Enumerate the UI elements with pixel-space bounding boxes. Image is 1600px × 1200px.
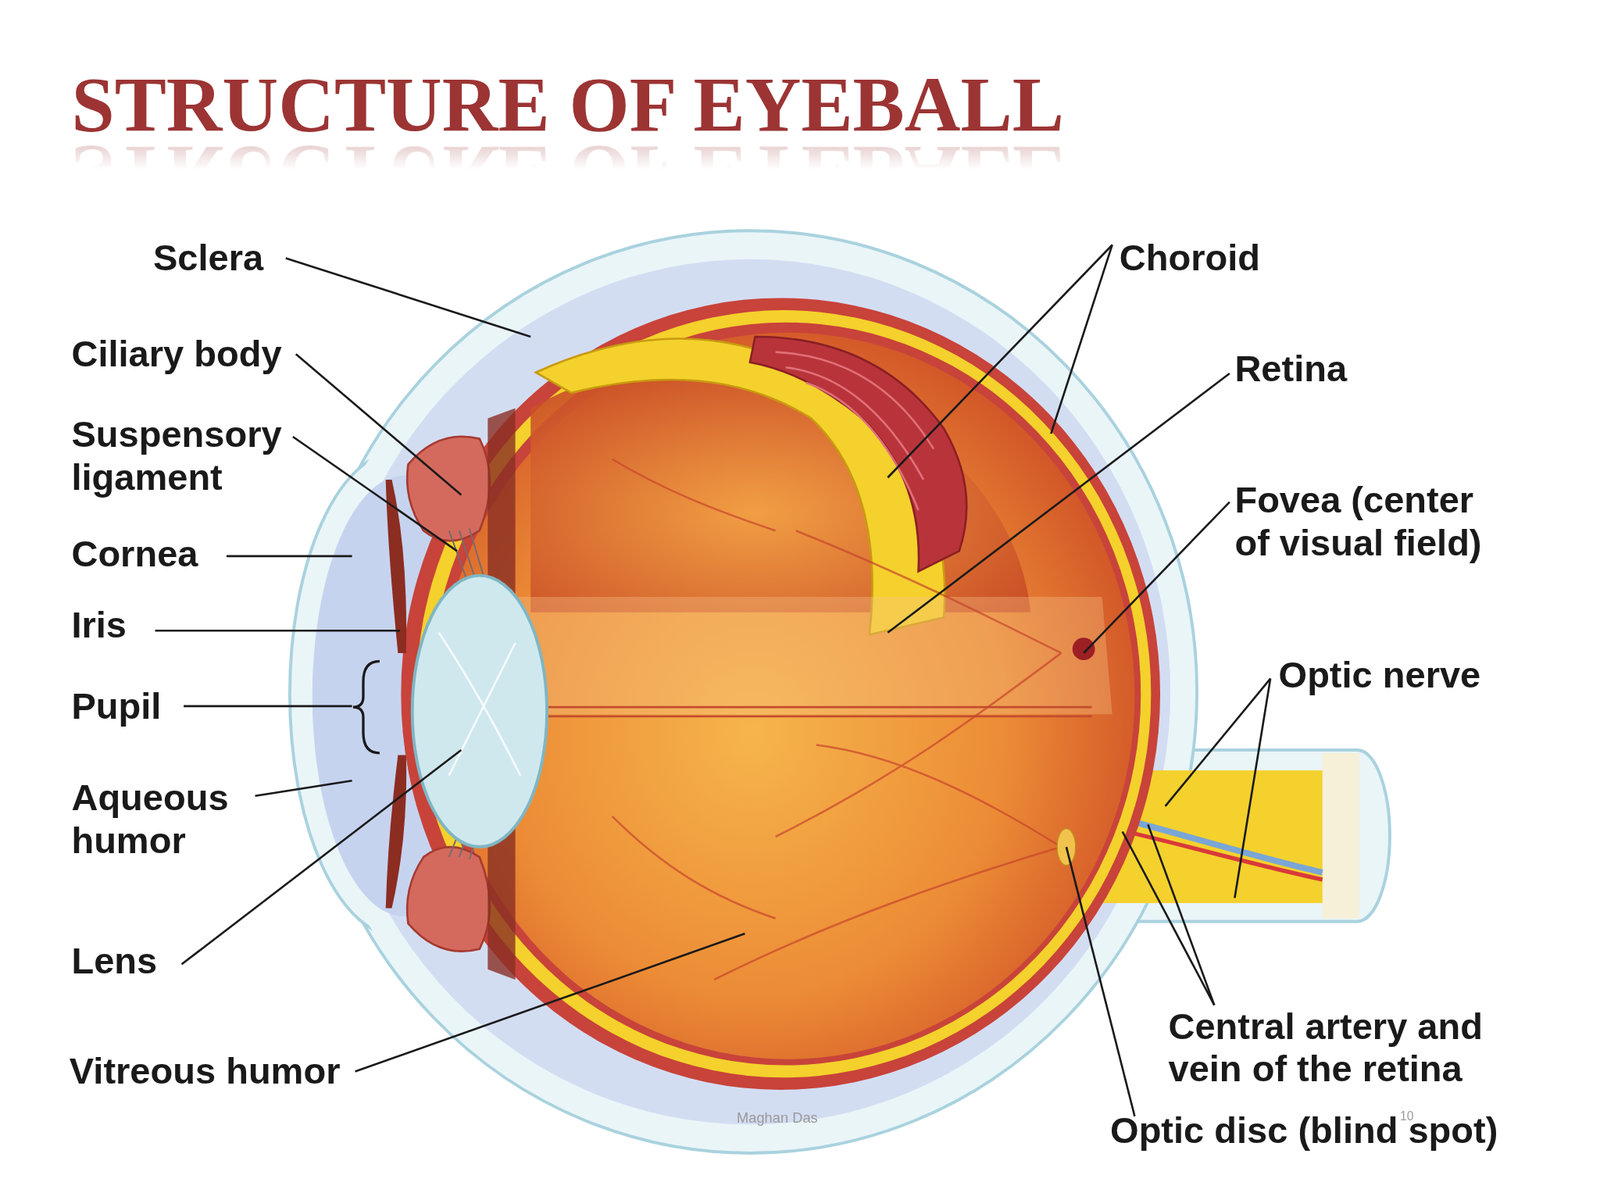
- part-label: Retina: [1234, 347, 1541, 391]
- section-line: [515, 707, 1093, 717]
- part-label: Pupil: [71, 684, 378, 728]
- leader-line: [255, 780, 353, 797]
- iris: [385, 479, 407, 654]
- central-vein: [1112, 816, 1323, 873]
- leader-line: [1083, 502, 1230, 654]
- sclera-outer: [303, 230, 1197, 1154]
- leader-line: [1122, 831, 1215, 1005]
- leader-line: [1165, 678, 1272, 807]
- part-label: Sclera: [153, 236, 460, 280]
- watermark: Maghan Das: [736, 1107, 860, 1127]
- choroid-texture: [775, 352, 934, 511]
- pupil-bracket: [353, 660, 380, 754]
- leader-line: [285, 257, 531, 337]
- lens: [412, 575, 547, 847]
- leader-line: [292, 436, 458, 551]
- part-label: Cornea: [71, 532, 378, 576]
- leader-line: [887, 244, 1112, 478]
- leader-line: [1147, 824, 1215, 1005]
- part-label: Central artery and vein of the retina: [1168, 1005, 1516, 1092]
- part-label: Choroid: [1119, 236, 1426, 280]
- leader-line: [355, 933, 746, 1072]
- part-label: Suspensory ligament: [71, 413, 306, 500]
- fovea: [1072, 637, 1096, 661]
- leader-line: [226, 555, 353, 558]
- choroid-layer: [400, 297, 1161, 1090]
- part-label: Lens: [71, 939, 378, 983]
- part-label: Iris: [71, 603, 378, 647]
- section-plane: [510, 596, 1113, 715]
- leader-line: [296, 353, 462, 495]
- sclera-inner: [329, 259, 1171, 1125]
- leader-line: [887, 373, 1230, 633]
- retinal-vessels: [612, 459, 1062, 980]
- leader-line: [155, 629, 400, 633]
- diagram-title: STRUCTURE OF EYEBALL: [71, 63, 1064, 145]
- leader-line: [1066, 846, 1136, 1117]
- leader-line: [1234, 678, 1271, 899]
- leader-line: [183, 705, 353, 708]
- optic-nerve-cut: [1322, 753, 1360, 919]
- choroid-flap: [750, 336, 967, 572]
- part-label: Fovea (center of visual field): [1234, 478, 1495, 565]
- lens-sutures: [439, 632, 521, 776]
- leader-line: [1050, 244, 1112, 434]
- page-number: 10: [1400, 1107, 1441, 1125]
- iris: [385, 755, 407, 909]
- part-label: Optic nerve: [1278, 653, 1586, 697]
- part-label: Ciliary body: [71, 332, 378, 376]
- part-label: Vitreous humor: [69, 1050, 397, 1093]
- part-label: Aqueous humor: [71, 776, 275, 863]
- ciliary-body: [407, 846, 490, 952]
- sclera-fill: [307, 234, 1193, 1149]
- part-label: Optic disc (blind spot): [1110, 1109, 1540, 1153]
